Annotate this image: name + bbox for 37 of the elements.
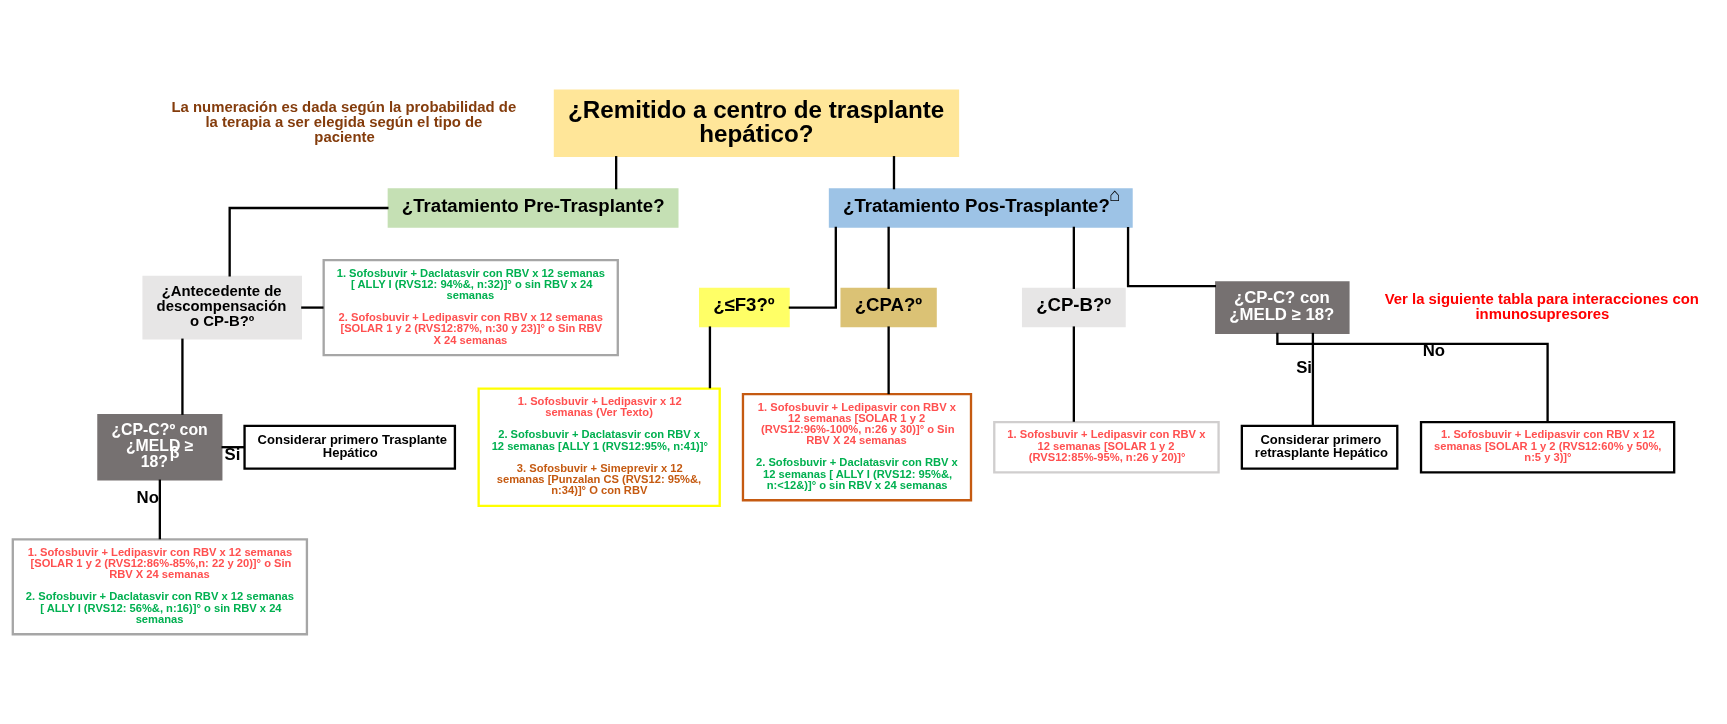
connector [1072, 325, 1075, 422]
connector [1311, 332, 1315, 426]
node-box: ¿Antecedente de descompensación o CP-B?º [142, 275, 303, 339]
node-box: ¿Remitido a centro de trasplante hepático? [553, 89, 960, 157]
connector [158, 479, 162, 539]
connector [892, 155, 896, 189]
connector [788, 226, 837, 309]
node-box: 1. Sofosbuvir + Ledipasvir con RBV x 12 semanas [SOLAR 1 y 2 (RVS12:96%-100%, n:26 y 30)]° o Sin RBV X 24 semanas 2. Sofosbuvir + Daclatasvir con RBV x 12 semanas [ ALLY I (RVS12: 95%&, n:<12&)]° o sin RBV x 24 semanas [741, 392, 973, 501]
node-box: 1. Sofosbuvir + Ledipasvir con RBV x 12 semanas [SOLAR 1 y 2 (RVS12:60% y 50%, n:5 y 3)]° [1419, 420, 1676, 473]
connector [181, 338, 184, 415]
connector [887, 226, 890, 289]
node-box: ¿≤F3?º [699, 287, 790, 327]
connector [1276, 332, 1549, 422]
node-box: ¿CPA?º [840, 287, 937, 327]
edge-label: Si [1296, 357, 1312, 377]
connector [1126, 226, 1216, 287]
connector [708, 325, 712, 388]
connector [228, 206, 389, 277]
node-box: 1. Sofosbuvir + Ledipasvir x 12 semanas (Ver Texto) 2. Sofosbuvir + Daclatasvir con RBV x 12 semanas [ALLY 1 (RVS12:95%, n:41)]° 3. Sofosbuvir + Simeprevir x 12 semanas [Punzalan CS (RVS12: 95%&, n:34)]° O con RBV [477, 386, 721, 507]
node-box: 1. Sofosbuvir + Ledipasvir con RBV x 12 semanas [SOLAR 1 y 2 (RVS12:86%-85%,n: 22 y 20)]° o Sin RBV X 24 semanas 2. Sofosbuvir + Daclatasvir con RBV x 12 semanas [ ALLY I (RVS12: 56%&, n:16)]° o sin RBV x 24 semanas [11, 537, 309, 635]
node-box: 1. Sofosbuvir + Daclatasvir con RBV x 12 semanas [ ALLY I (RVS12: 94%&, n:32)]° o sin RBV x 24 semanas 2. Sofosbuvir + Ledipasvir con RBV x 12 semanas [SOLAR 1 y 2 (RVS12:87%, n:30 y 23)]° o Sin RBV X 24 semanas [322, 258, 619, 356]
edge-label: No [136, 487, 159, 507]
connector [615, 155, 618, 189]
label: La numeración es dada según la probabilidad de la terapia a ser elegida según el tipo de paciente [171, 98, 517, 145]
connector [1072, 226, 1075, 289]
connector [301, 305, 324, 309]
connector [221, 445, 245, 448]
node-box: Considerar primero retrasplante Hepático [1240, 424, 1399, 470]
edge-label: Si [224, 444, 241, 464]
node-box: ¿CP-C? con ¿MELD ≥ 18? [1215, 280, 1350, 334]
connector [887, 325, 890, 394]
node-box: ¿CP-B?º [1021, 287, 1126, 327]
node-box: Considerar primero Trasplante Hepático [243, 424, 457, 470]
node-box: ¿Tratamiento Pre-Trasplante? [387, 187, 679, 228]
edge-label: No [1422, 340, 1446, 360]
label: Ver la siguiente tabla para interacciones con inmunosupresores [1384, 290, 1699, 322]
node-box: 1. Sofosbuvir + Ledipasvir con RBV x 12 semanas [SOLAR 1 y 2 (RVS12:85%-95%, n:26 y 20)]° [993, 420, 1220, 473]
